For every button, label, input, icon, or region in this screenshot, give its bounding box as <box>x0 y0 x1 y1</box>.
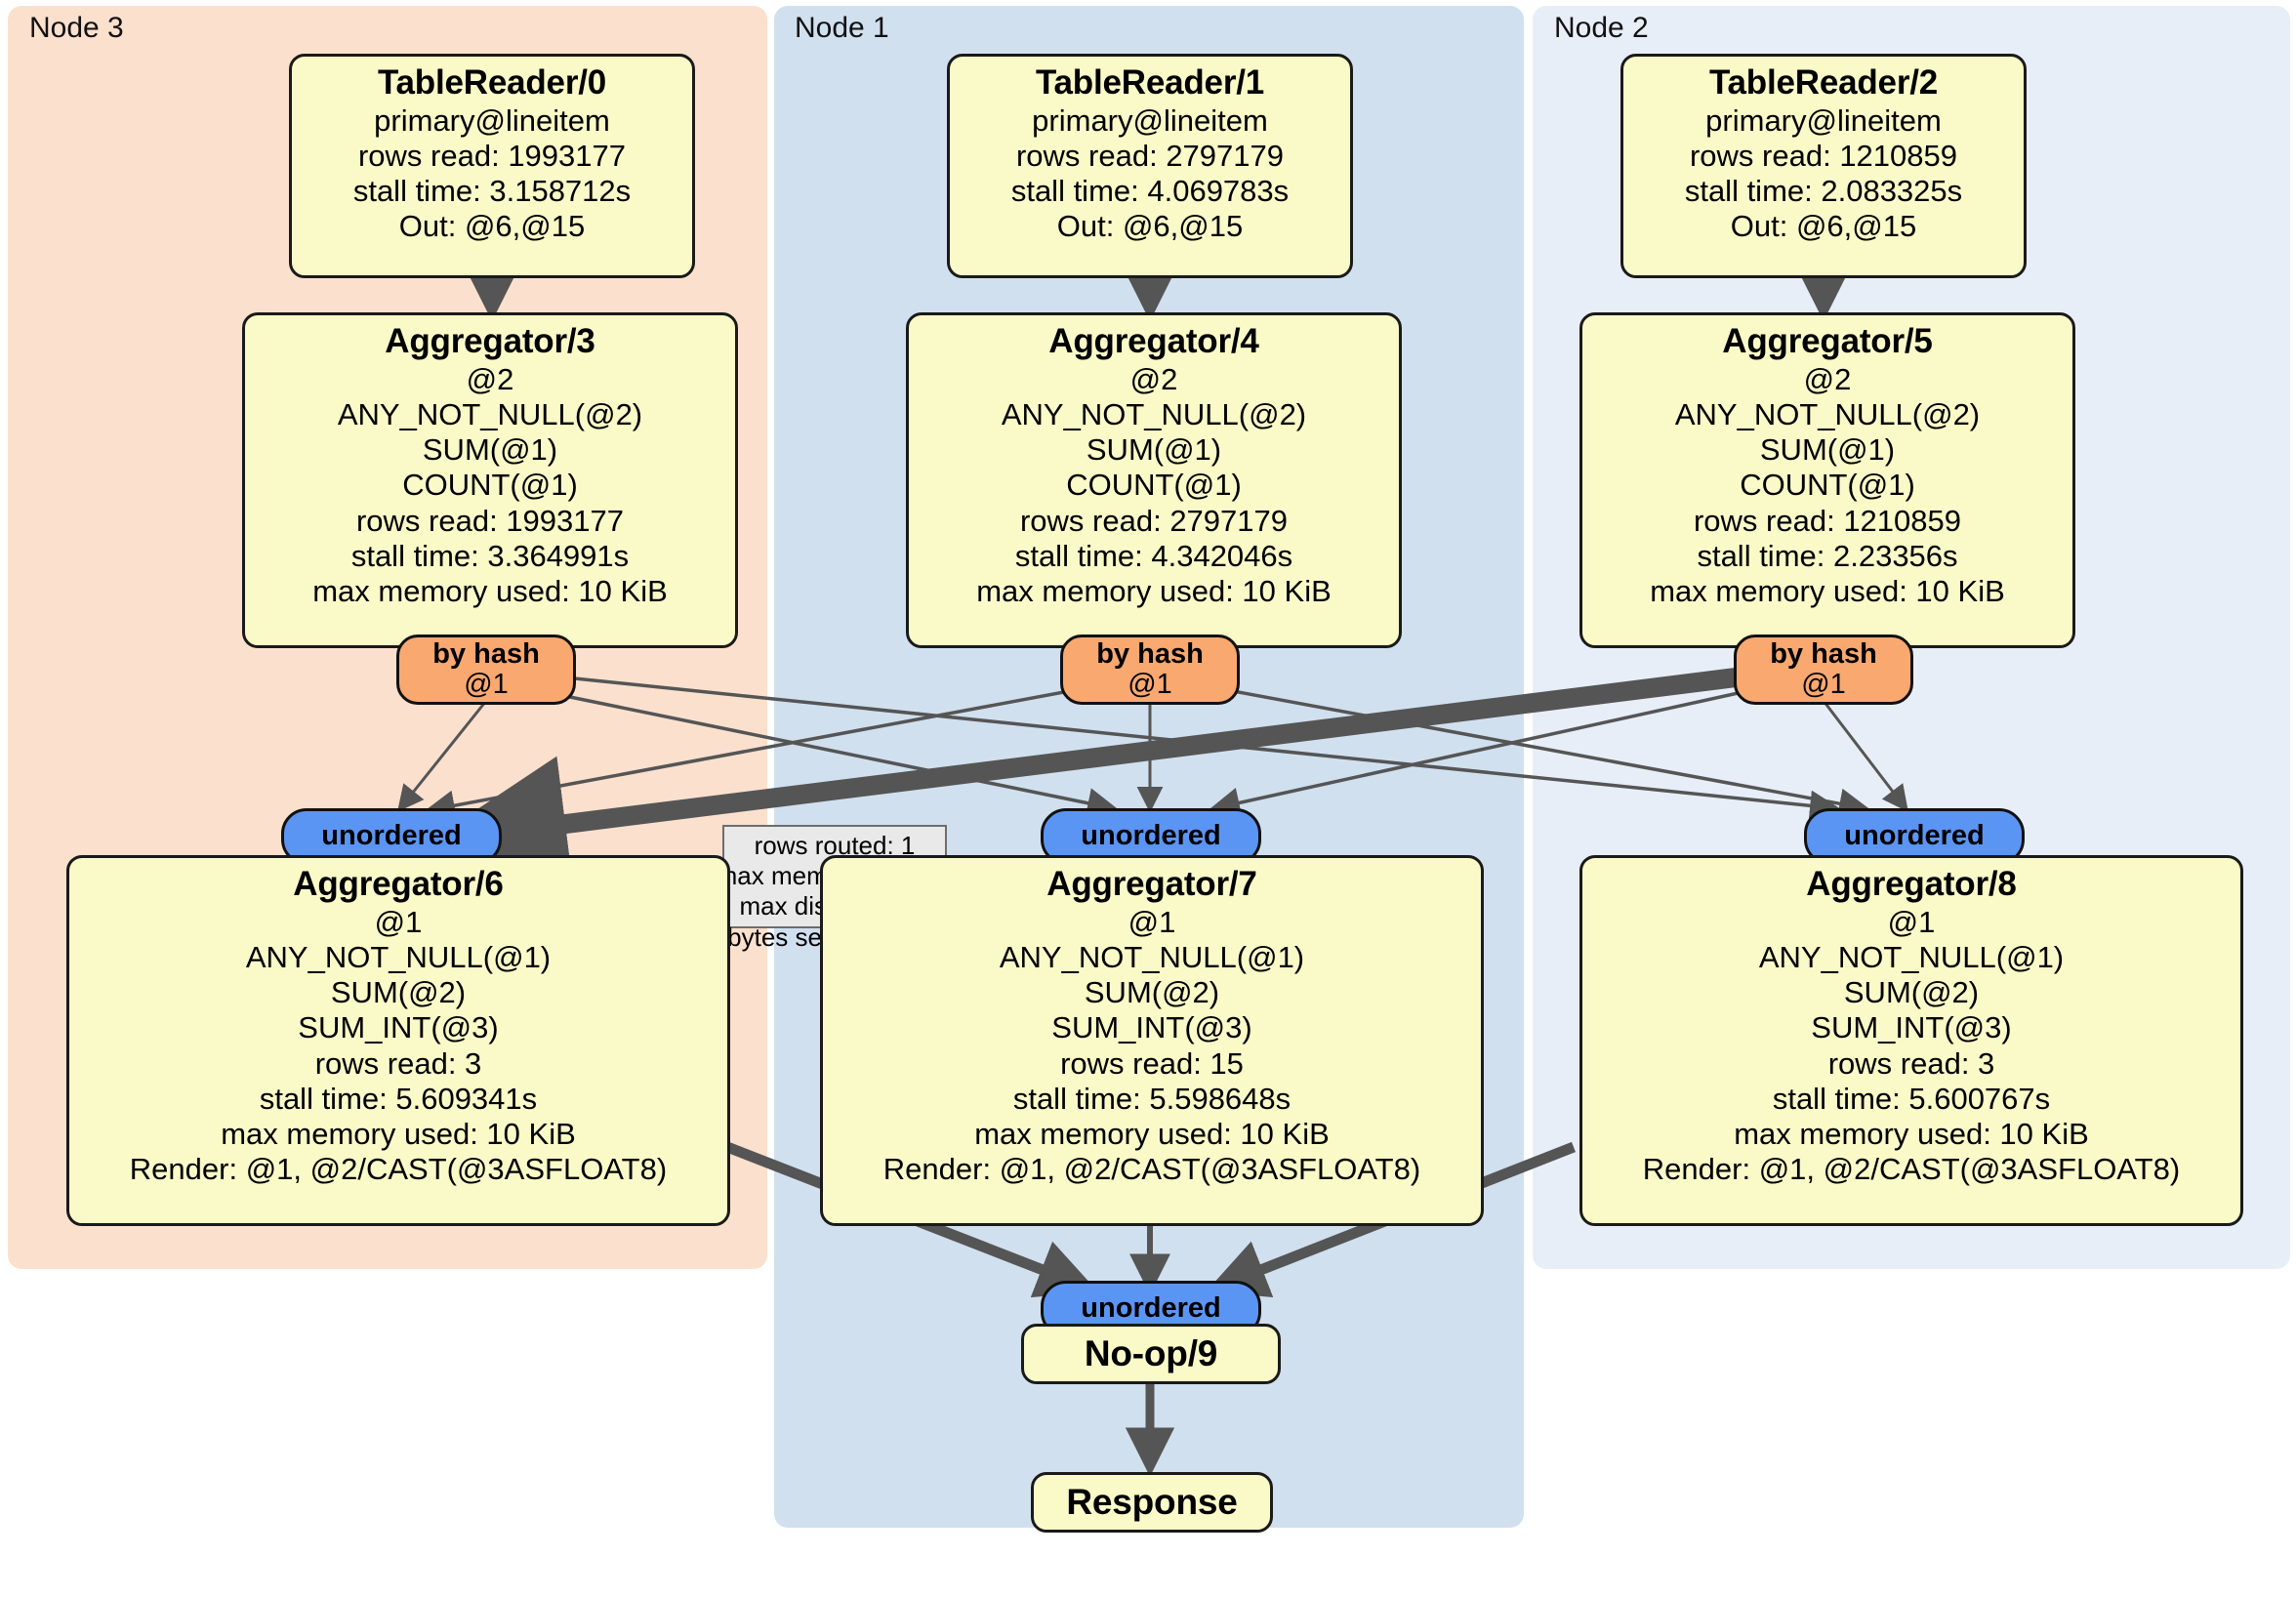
operator-tablereader-1[interactable]: TableReader/1 primary@lineitem rows read… <box>947 54 1353 278</box>
operator-aggregator-8[interactable]: Aggregator/8 @1 ANY_NOT_NULL(@1) SUM(@2)… <box>1579 855 2243 1226</box>
operator-tablereader-0[interactable]: TableReader/0 primary@lineitem rows read… <box>289 54 695 278</box>
operator-detail: ANY_NOT_NULL(@2) <box>1001 396 1307 431</box>
operator-title: Response <box>1066 1481 1238 1522</box>
operator-detail: rows read: 1993177 <box>357 138 627 173</box>
synchronizer-badge-unordered-node2[interactable]: unordered <box>1804 808 2025 865</box>
operator-detail: SUM(@1) <box>422 432 558 468</box>
operator-response[interactable]: Response <box>1031 1472 1273 1533</box>
operator-detail: stall time: 4.342046s <box>1014 538 1293 573</box>
operator-detail: @1 <box>1128 904 1176 939</box>
operator-detail: Render: @1, @2/CAST(@3ASFLOAT8) <box>129 1152 668 1187</box>
operator-detail: stall time: 3.158712s <box>352 174 632 209</box>
operator-detail: rows read: 15 <box>1060 1045 1244 1081</box>
operator-detail: @2 <box>466 361 514 396</box>
operator-detail: SUM(@1) <box>1759 432 1896 468</box>
router-badge-by-hash-node2[interactable]: by hash @1 <box>1734 635 1913 705</box>
operator-detail: max memory used: 10 KiB <box>976 574 1332 609</box>
operator-aggregator-6[interactable]: Aggregator/6 @1 ANY_NOT_NULL(@1) SUM(@2)… <box>66 855 730 1226</box>
operator-detail: stall time: 5.600767s <box>1772 1081 2051 1116</box>
router-badge-by-hash-node1[interactable]: by hash @1 <box>1060 635 1240 705</box>
operator-detail: SUM(@2) <box>330 975 467 1010</box>
router-column-label: @1 <box>464 669 509 700</box>
operator-detail: primary@lineitem <box>1705 102 1942 138</box>
operator-detail: stall time: 4.069783s <box>1010 174 1290 209</box>
cluster-node-3-label: Node 3 <box>29 12 124 44</box>
operator-detail: max memory used: 10 KiB <box>1734 1117 2089 1152</box>
operator-detail: SUM(@2) <box>1084 975 1220 1010</box>
synchronizer-label: unordered <box>1844 820 1985 852</box>
operator-detail: SUM_INT(@3) <box>1051 1010 1252 1045</box>
router-column-label: @1 <box>1801 669 1846 700</box>
operator-title: Aggregator/5 <box>1722 322 1933 360</box>
operator-detail: stall time: 3.364991s <box>350 538 630 573</box>
operator-detail: rows read: 2797179 <box>1015 138 1285 173</box>
operator-detail: stall time: 2.083325s <box>1684 174 1963 209</box>
operator-aggregator-5[interactable]: Aggregator/5 @2 ANY_NOT_NULL(@2) SUM(@1)… <box>1579 312 2075 648</box>
operator-tablereader-2[interactable]: TableReader/2 primary@lineitem rows read… <box>1620 54 2027 278</box>
operator-aggregator-3[interactable]: Aggregator/3 @2 ANY_NOT_NULL(@2) SUM(@1)… <box>242 312 738 648</box>
router-column-label: @1 <box>1128 669 1172 700</box>
operator-detail: Out: @6,@15 <box>398 209 586 244</box>
operator-title: Aggregator/6 <box>293 865 504 903</box>
router-type-label: by hash <box>1770 637 1877 670</box>
synchronizer-label: unordered <box>1081 820 1221 852</box>
operator-detail: max memory used: 10 KiB <box>974 1117 1330 1152</box>
cluster-node-2-label: Node 2 <box>1554 12 1649 44</box>
operator-detail: rows read: 1993177 <box>355 503 625 538</box>
operator-detail: max memory used: 10 KiB <box>221 1117 576 1152</box>
operator-detail: max memory used: 10 KiB <box>1650 574 2005 609</box>
operator-detail: rows read: 3 <box>314 1045 482 1081</box>
operator-noop-9[interactable]: No-op/9 <box>1021 1324 1281 1384</box>
operator-detail: @2 <box>1803 361 1852 396</box>
operator-detail: primary@lineitem <box>374 102 610 138</box>
operator-detail: @1 <box>1887 904 1936 939</box>
operator-detail: ANY_NOT_NULL(@2) <box>1674 396 1981 431</box>
operator-title: Aggregator/4 <box>1048 322 1259 360</box>
synchronizer-label: unordered <box>321 820 462 852</box>
operator-detail: @2 <box>1129 361 1178 396</box>
synchronizer-label: unordered <box>1081 1292 1221 1325</box>
operator-detail: SUM(@2) <box>1843 975 1980 1010</box>
operator-detail: SUM_INT(@3) <box>1811 1010 2012 1045</box>
operator-detail: COUNT(@1) <box>1740 468 1915 503</box>
operator-detail: ANY_NOT_NULL(@1) <box>1758 939 2065 974</box>
operator-detail: Out: @6,@15 <box>1730 209 1917 244</box>
operator-detail: ANY_NOT_NULL(@1) <box>245 939 552 974</box>
operator-aggregator-4[interactable]: Aggregator/4 @2 ANY_NOT_NULL(@2) SUM(@1)… <box>906 312 1402 648</box>
operator-detail: rows read: 3 <box>1827 1045 1995 1081</box>
operator-detail: rows read: 1210859 <box>1693 503 1962 538</box>
router-badge-by-hash-node3[interactable]: by hash @1 <box>396 635 576 705</box>
operator-detail: max memory used: 10 KiB <box>312 574 668 609</box>
operator-title: TableReader/2 <box>1708 63 1939 102</box>
operator-aggregator-7[interactable]: Aggregator/7 @1 ANY_NOT_NULL(@1) SUM(@2)… <box>820 855 1484 1226</box>
operator-detail: rows read: 1210859 <box>1689 138 1958 173</box>
operator-detail: @1 <box>374 904 423 939</box>
operator-detail: COUNT(@1) <box>402 468 578 503</box>
operator-detail: COUNT(@1) <box>1066 468 1242 503</box>
operator-detail: primary@lineitem <box>1032 102 1268 138</box>
operator-detail: Render: @1, @2/CAST(@3ASFLOAT8) <box>1642 1152 2181 1187</box>
operator-detail: SUM(@1) <box>1086 432 1222 468</box>
operator-title: TableReader/0 <box>377 63 607 102</box>
operator-detail: Render: @1, @2/CAST(@3ASFLOAT8) <box>882 1152 1421 1187</box>
operator-detail: stall time: 2.23356s <box>1697 538 1958 573</box>
operator-title: No-op/9 <box>1084 1332 1218 1373</box>
operator-detail: stall time: 5.598648s <box>1012 1081 1292 1116</box>
operator-detail: ANY_NOT_NULL(@2) <box>337 396 643 431</box>
router-type-label: by hash <box>432 637 540 670</box>
operator-detail: SUM_INT(@3) <box>298 1010 499 1045</box>
operator-detail: rows read: 2797179 <box>1019 503 1289 538</box>
operator-title: Aggregator/7 <box>1046 865 1257 903</box>
cluster-node-1-label: Node 1 <box>795 12 889 44</box>
operator-title: TableReader/1 <box>1035 63 1265 102</box>
router-type-label: by hash <box>1096 637 1204 670</box>
operator-detail: ANY_NOT_NULL(@1) <box>999 939 1305 974</box>
operator-title: Aggregator/8 <box>1806 865 2017 903</box>
operator-detail: Out: @6,@15 <box>1056 209 1244 244</box>
operator-title: Aggregator/3 <box>385 322 595 360</box>
operator-detail: stall time: 5.609341s <box>259 1081 538 1116</box>
